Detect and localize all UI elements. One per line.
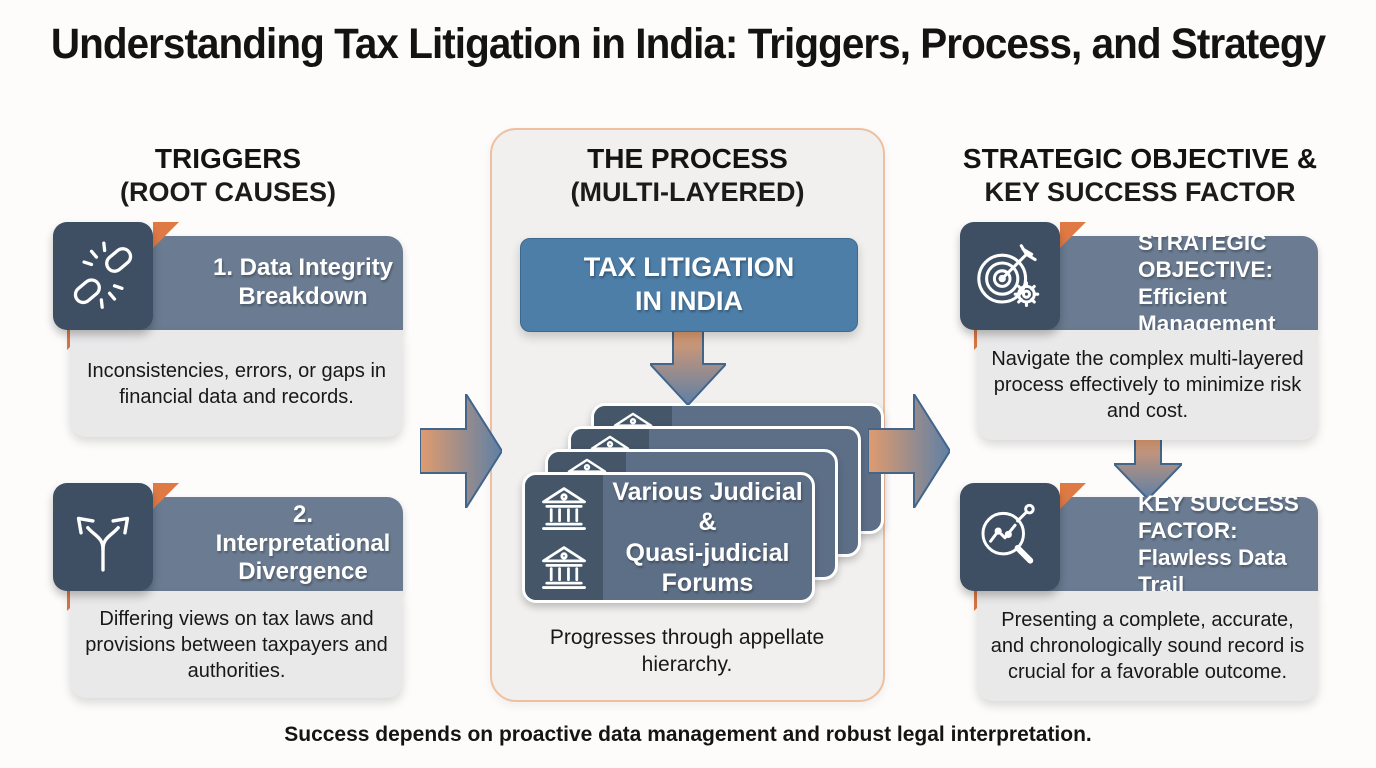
flow-arrow-right-icon (868, 394, 950, 508)
courthouse-icon (542, 545, 586, 589)
card-body-text: Differing views on tax laws and provisio… (70, 591, 403, 698)
strategy-heading-line1: STRATEGIC OBJECTIVE & (962, 143, 1318, 174)
card-icon-box (53, 483, 153, 591)
page-title: Understanding Tax Litigation in India: T… (50, 20, 1326, 68)
diverging-arrows-icon (76, 516, 130, 572)
forums-label: Various Judicial & Quasi-judicial Forums (603, 475, 812, 600)
card-title-line2: Flawless Data Trail (1138, 545, 1287, 597)
strategy-card-flawless-data-trail: KEY SUCCESS FACTOR: Flawless Data Trail … (960, 483, 1318, 701)
forums-label-line3: Forums (661, 569, 754, 597)
forum-card-icon-side (525, 475, 603, 600)
card-title-line1: STRATEGIC OBJECTIVE: (1138, 230, 1274, 282)
trigger-card-data-integrity: 1. Data Integrity Breakdown Inconsistenc… (53, 222, 403, 437)
card-title: 2. Interpretational Divergence (215, 500, 391, 586)
card-title-line1: KEY SUCCESS FACTOR: (1138, 491, 1299, 543)
flow-arrow-down-icon (650, 331, 726, 405)
orange-corner-accent (153, 483, 179, 509)
card-header-bar: 2. Interpretational Divergence (133, 497, 403, 591)
forums-front-card: Various Judicial & Quasi-judicial Forums (522, 472, 815, 603)
target-gear-icon (977, 244, 1040, 307)
card-title-line2: Efficient Management (1138, 284, 1276, 336)
trigger-card-interpretational-divergence: 2. Interpretational Divergence Differing… (53, 483, 403, 698)
orange-corner-accent (1060, 222, 1086, 248)
tax-litigation-line2: IN INDIA (635, 286, 743, 316)
strategy-card-efficient-management: STRATEGIC OBJECTIVE: Efficient Managemen… (960, 222, 1318, 440)
broken-chain-icon (73, 241, 133, 309)
card-title: STRATEGIC OBJECTIVE: Efficient Managemen… (1040, 229, 1318, 337)
footer-note: Success depends on proactive data manage… (284, 723, 1092, 746)
flow-arrow-right-icon (420, 394, 502, 508)
card-header-bar: 1. Data Integrity Breakdown (133, 236, 403, 330)
card-header-bar: KEY SUCCESS FACTOR: Flawless Data Trail (1040, 491, 1318, 597)
strategy-column-heading: STRATEGIC OBJECTIVE & KEY SUCCESS FACTOR (945, 142, 1335, 208)
card-title: 1. Data Integrity Breakdown (212, 254, 394, 310)
process-column-heading: THE PROCESS (MULTI-LAYERED) (490, 142, 885, 208)
process-heading-line1: THE PROCESS (587, 143, 788, 174)
card-icon-box (53, 222, 153, 330)
courthouse-icon (542, 487, 586, 531)
card-body-text: Inconsistencies, errors, or gaps in fina… (70, 330, 403, 437)
card-icon-box (960, 483, 1060, 591)
tax-litigation-line1: TAX LITIGATION (583, 252, 795, 283)
flow-arrow-down-icon (1114, 437, 1182, 499)
triggers-column-heading: TRIGGERS (ROOT CAUSES) (53, 142, 403, 208)
orange-corner-accent (153, 222, 179, 248)
orange-corner-accent (1060, 483, 1086, 509)
triggers-heading-line1: TRIGGERS (154, 143, 302, 174)
triggers-heading-line2: (ROOT CAUSES) (120, 176, 336, 207)
card-header-bar: STRATEGIC OBJECTIVE: Efficient Managemen… (1040, 230, 1318, 336)
magnifier-chart-icon (981, 503, 1035, 564)
card-icon-box (960, 222, 1060, 330)
process-heading-line2: (MULTI-LAYERED) (570, 176, 805, 207)
tax-litigation-box: TAX LITIGATION IN INDIA (520, 238, 858, 332)
card-body-text: Presenting a complete, accurate, and chr… (977, 591, 1318, 701)
process-caption: Progresses through appellate hierarchy. (549, 626, 825, 677)
forums-label-line1: Various Judicial & (612, 477, 803, 537)
forums-label-line2: Quasi-judicial (625, 538, 790, 567)
strategy-heading-line2: KEY SUCCESS FACTOR (984, 176, 1296, 207)
card-body-text: Navigate the complex multi-layered proce… (977, 330, 1318, 440)
